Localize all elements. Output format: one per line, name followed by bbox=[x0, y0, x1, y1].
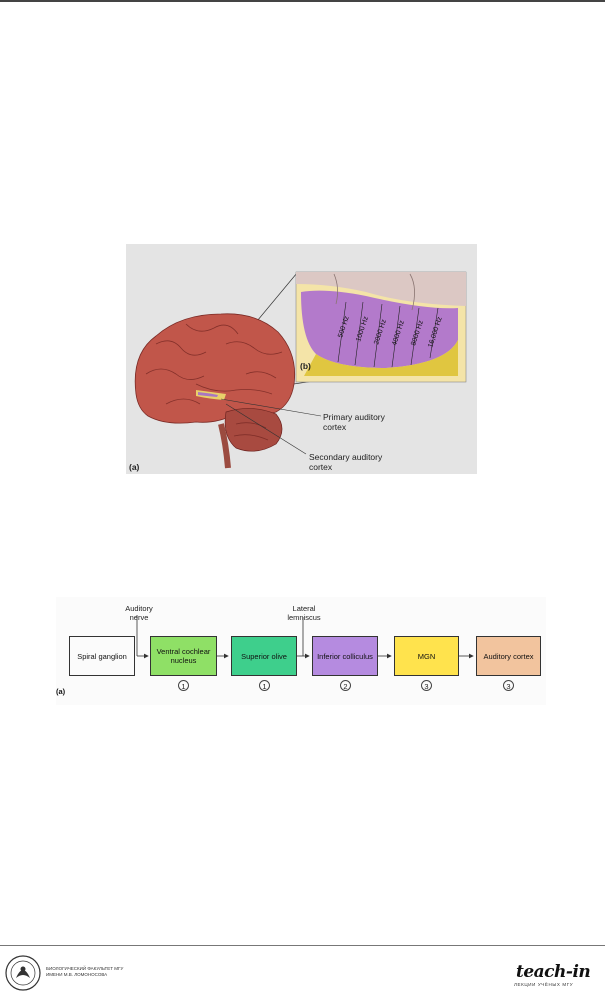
box-auditory-cortex: Auditory cortex bbox=[476, 636, 541, 676]
level-number-auditory-cortex: 3 bbox=[503, 680, 514, 691]
level-number-ventral-cochlear: 1 bbox=[178, 680, 189, 691]
auditory-pathway-diagram: Auditory nerve Lateral lemniscus Spiral … bbox=[56, 597, 546, 705]
auditory-cortex-figure: 500 Hz 1000 Hz 2000 Hz 4000 Hz 8000 Hz 1… bbox=[126, 244, 477, 474]
box-mgn: MGN bbox=[394, 636, 459, 676]
box-ventral-cochlear-nucleus: Ventral cochlear nucleus bbox=[150, 636, 217, 676]
teach-in-tagline: лекции учёных мгу bbox=[514, 982, 574, 987]
diagram-background bbox=[56, 597, 546, 705]
primary-auditory-cortex-label: Primary auditory cortex bbox=[323, 412, 385, 432]
secondary-auditory-cortex-label: Secondary auditory cortex bbox=[309, 452, 383, 472]
teach-in-logo: teach-in bbox=[516, 962, 591, 982]
lateral-lemniscus-label: Lateral lemniscus bbox=[287, 604, 321, 622]
panel-b-label: (b) bbox=[300, 361, 311, 371]
msu-biology-logo-icon bbox=[5, 955, 41, 991]
level-number-superior-olive: 1 bbox=[259, 680, 270, 691]
brain bbox=[134, 313, 322, 469]
box-inferior-colliculus: Inferior colliculus bbox=[312, 636, 378, 676]
auditory-nerve-label: Auditory nerve bbox=[125, 604, 153, 622]
diagram-panel-a-label: (a) bbox=[56, 687, 66, 696]
tonotopic-inset: 500 Hz 1000 Hz 2000 Hz 4000 Hz 8000 Hz 1… bbox=[295, 271, 467, 383]
level-number-inferior-colliculus: 2 bbox=[340, 680, 351, 691]
panel-a-label: (a) bbox=[129, 462, 140, 472]
box-spiral-ganglion: Spiral ganglion bbox=[69, 636, 135, 676]
level-number-mgn: 3 bbox=[421, 680, 432, 691]
footer-rule bbox=[0, 945, 605, 946]
faculty-text: Биологический факультет МГУ имени М.В. Л… bbox=[46, 966, 124, 977]
pathway-arrows bbox=[136, 615, 474, 659]
top-rule bbox=[0, 0, 605, 2]
box-superior-olive: Superior olive bbox=[231, 636, 297, 676]
brain-illustration: 500 Hz 1000 Hz 2000 Hz 4000 Hz 8000 Hz 1… bbox=[134, 271, 467, 469]
